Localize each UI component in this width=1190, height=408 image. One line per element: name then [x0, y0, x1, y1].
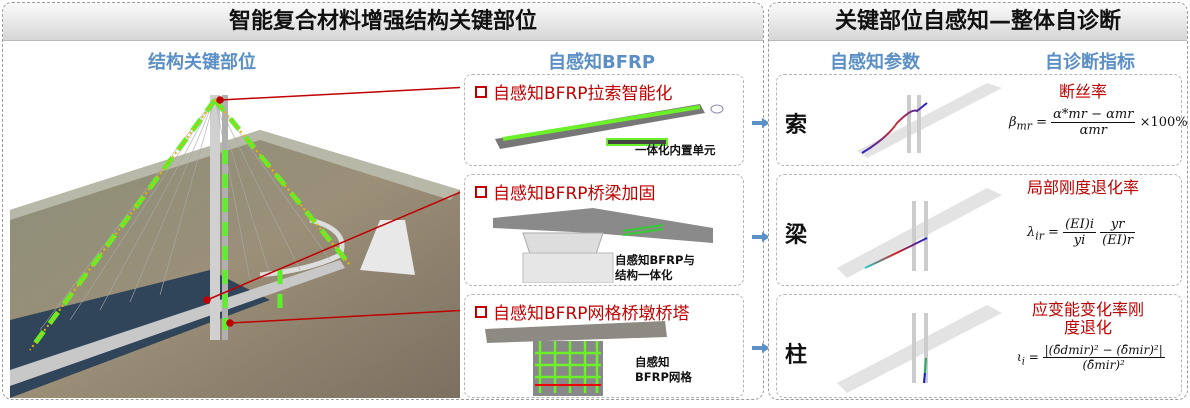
- bridge-girder-image: [493, 208, 713, 283]
- arrow-right-icon: [752, 232, 770, 242]
- card-cable: 自感知BFRP拉索智能化 一体化内置单元: [464, 74, 744, 166]
- indicator-beam: 局部刚度退化率: [1026, 178, 1139, 197]
- indicator-column-line1: 应变能变化率刚: [1031, 300, 1144, 319]
- left-panel-title: 智能复合材料增强结构关键部位: [3, 3, 763, 41]
- formula-denominator-2: (EI)r: [1102, 233, 1134, 248]
- formula-lhs-sub: i: [1021, 356, 1025, 368]
- cable-note: 一体化内置单元: [635, 143, 716, 157]
- params-subtitle: 自感知参数: [830, 52, 920, 73]
- bfrp-cable-image: [495, 104, 724, 149]
- checkbox-square-icon: [475, 186, 487, 198]
- bridge-aerial-image: [10, 86, 460, 398]
- pier-grid-image: [485, 321, 667, 396]
- formula-numerator: |(δ̄dmir)² − (δ̄mir)²|: [1042, 343, 1165, 358]
- indicators-subtitle: 自诊断指标: [1045, 52, 1135, 73]
- formula-suffix: ×100%: [1139, 115, 1188, 130]
- checkbox-square-icon: [475, 86, 487, 98]
- column-mode-shape: [837, 305, 1002, 393]
- beam-note-line2: 结构一体化: [615, 268, 673, 282]
- row-label-beam: 梁: [785, 223, 808, 248]
- formula-denominator-1: yi: [1073, 233, 1086, 248]
- pier-note-line1: 自感知: [635, 355, 670, 369]
- formula-denominator: αmr: [1079, 123, 1107, 138]
- card-beam-title: 自感知BFRP桥梁加固: [493, 184, 656, 204]
- card-beam: 自感知BFRP桥梁加固 自感知BFRP与结构一体化: [464, 174, 744, 286]
- formula-numerator-1: (EI)i: [1063, 217, 1096, 233]
- beam-note-line1: 自感知BFRP与: [615, 253, 695, 267]
- structure-subtitle: 结构关键部位: [148, 52, 256, 73]
- formula-lhs: β: [1009, 115, 1017, 130]
- formula-lhs-sub: ir: [1035, 229, 1044, 243]
- card-cable-title: 自感知BFRP拉索智能化: [493, 84, 673, 104]
- row-label-column: 柱: [785, 343, 808, 368]
- indicator-cable: 断丝率: [1058, 82, 1107, 101]
- formula-lhs: λ: [1027, 225, 1036, 240]
- beam-mode-shape: [837, 188, 1002, 278]
- row-label-cable: 索: [785, 113, 808, 138]
- arrow-right-icon: [752, 118, 770, 128]
- formula-column: ιi = |(δ̄dmir)² − (δ̄mir)²|(δ̄mir)²: [1017, 343, 1165, 372]
- formula-denominator: (δ̄mir)²: [1082, 358, 1125, 372]
- bfrp-subtitle: 自感知BFRP: [548, 52, 656, 73]
- formula-numerator: α*mr − αmr: [1051, 107, 1136, 123]
- row-column: 柱 应变能变化率刚度退化 ιi = |(δ̄dmir)² − (δ̄mir)²|…: [776, 294, 1182, 398]
- indicator-column-line2: 度退化: [1063, 318, 1112, 337]
- formula-lhs: ι: [1017, 350, 1022, 364]
- pier-note-line2: BFRP网格: [635, 370, 692, 384]
- card-pier-title: 自感知BFRP网格桥墩桥塔: [493, 304, 690, 324]
- arrow-right-icon: [752, 343, 770, 353]
- formula-lhs-sub: mr: [1016, 119, 1032, 133]
- cable-mode-shape: [857, 83, 1002, 158]
- checkbox-square-icon: [475, 306, 487, 318]
- formula-numerator-2: yr: [1100, 217, 1136, 233]
- right-panel-title: 关键部位自感知—整体自诊断: [769, 3, 1187, 41]
